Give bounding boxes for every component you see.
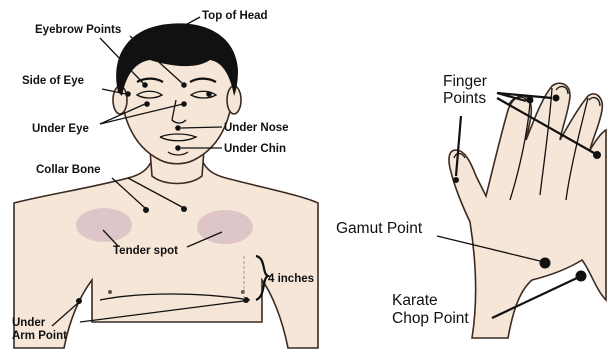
eyebrow-point-left xyxy=(142,82,148,88)
label-gamut-point: Gamut Point xyxy=(336,220,423,237)
finger-point-middle xyxy=(553,95,560,102)
side-of-eye-point-right xyxy=(206,91,212,97)
label-finger-line2: Points xyxy=(443,90,486,107)
label-top-of-head: Top of Head xyxy=(202,10,268,22)
collar-bone-point-left xyxy=(143,207,149,213)
label-eyebrow-points: Eyebrow Points xyxy=(35,24,121,36)
label-under-chin: Under Chin xyxy=(224,143,286,155)
label-under-arm-line1: Under xyxy=(12,317,46,329)
under-arm-point-left xyxy=(76,298,82,304)
body-figure xyxy=(14,23,318,348)
label-finger-line1: Finger xyxy=(443,73,487,90)
hand-figure xyxy=(449,83,606,338)
side-of-eye-point xyxy=(125,91,131,97)
under-chin-point xyxy=(175,145,181,151)
label-karate-line2: Chop Point xyxy=(392,310,469,327)
label-under-eye: Under Eye xyxy=(32,123,89,135)
label-karate-line1: Karate xyxy=(392,292,438,309)
finger-point-thumb xyxy=(453,177,459,183)
label-four-inches: 4 inches xyxy=(268,273,314,285)
karate-chop-point xyxy=(576,271,587,282)
eyebrow-point-right xyxy=(181,82,187,88)
gamut-point xyxy=(540,258,551,269)
finger-point-index xyxy=(527,97,534,104)
label-side-of-eye: Side of Eye xyxy=(22,75,84,87)
under-nose-point xyxy=(175,125,181,131)
label-under-nose: Under Nose xyxy=(224,122,289,134)
label-tender-spot: Tender spot xyxy=(113,245,178,257)
label-collar-bone: Collar Bone xyxy=(36,164,101,176)
left-nipple xyxy=(108,290,112,294)
tender-spot-left xyxy=(76,208,132,242)
under-eye-point-left xyxy=(144,101,150,107)
top-of-head-point xyxy=(174,27,180,33)
label-under-arm-line2: Arm Point xyxy=(12,330,67,342)
